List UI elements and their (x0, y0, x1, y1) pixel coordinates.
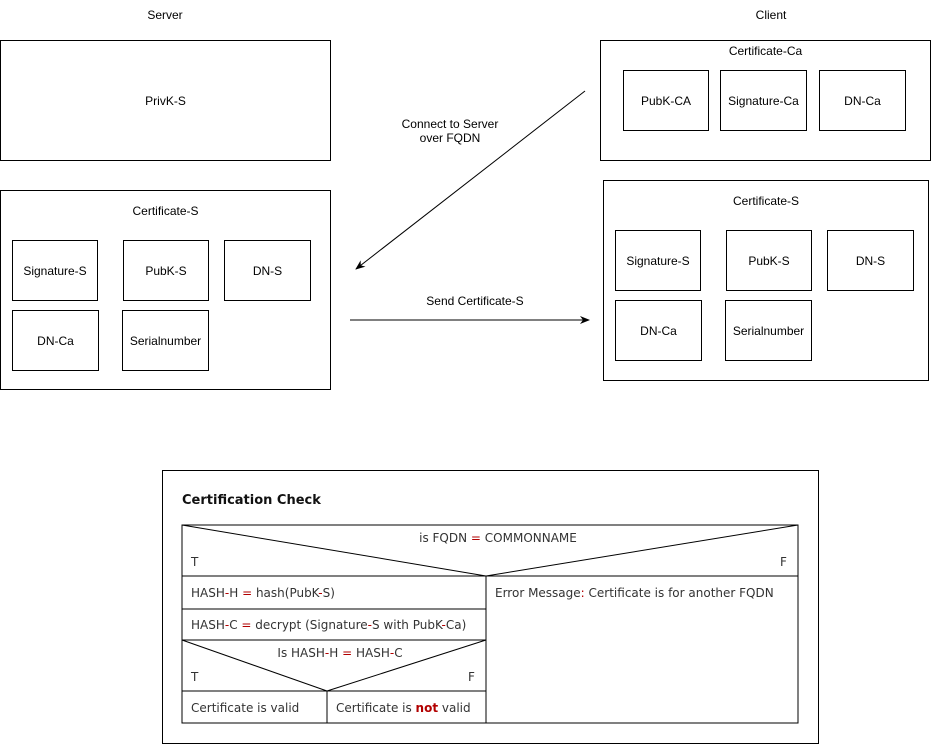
not-emphasis: not (415, 701, 439, 715)
operator: - (367, 618, 372, 632)
text-part: C (394, 646, 403, 660)
text-part: Certificate is for another FQDN (584, 586, 774, 600)
client-certificate-title: Certificate-S (732, 194, 800, 208)
field-label: PubK-S (748, 253, 790, 268)
connect-label-line2: over FQDN (419, 131, 481, 145)
server-cert-signature-field: Signature-S (12, 240, 98, 301)
field-label: Signature-S (626, 253, 690, 268)
server-private-key-box: PrivK-S (0, 40, 331, 161)
condition1-true-label: T (191, 555, 199, 569)
text-part: decrypt (Signature (251, 618, 368, 632)
text-part: is FQDN (419, 531, 471, 545)
text-part: valid (438, 701, 471, 715)
field-label: PubK-S (145, 263, 187, 278)
client-cert-signature-field: Signature-S (615, 230, 701, 291)
decrypt-step: HASH-C = decrypt (Signature-S with PubK-… (191, 618, 466, 632)
server-certificate: Certificate-S Signature-S PubK-S DN-S DN… (0, 190, 331, 390)
client-cert-serialnumber-field: Serialnumber (725, 300, 812, 361)
error-message: Error Message: Certificate is for anothe… (495, 586, 774, 600)
condition2-true-label: T (191, 670, 199, 684)
operator: = (241, 618, 252, 632)
server-private-key-label: PrivK-S (145, 93, 186, 108)
send-arrow-label: Send Certificate-S (426, 294, 524, 308)
operator: - (318, 586, 323, 600)
text-part: Ca) (445, 618, 467, 632)
fqdn-condition: is FQDN = COMMONNAME (330, 531, 666, 545)
certificate-valid-result: Certificate is valid (191, 701, 300, 715)
connect-label-line1: Connect to Server (401, 117, 499, 131)
client-heading: Client (755, 8, 787, 22)
operator: - (441, 618, 446, 632)
field-label: Serialnumber (732, 323, 805, 338)
text-part: hash(PubK (252, 586, 319, 600)
field-label: DN-Ca (37, 333, 74, 348)
certification-check-panel: Certification Check (162, 470, 819, 744)
field-label: DN-S (252, 263, 283, 278)
field-label: DN-Ca (844, 93, 881, 108)
field-label: PubK-CA (640, 93, 692, 108)
operator: : (580, 586, 585, 600)
ca-pubkey-field: PubK-CA (623, 70, 709, 131)
operator: = (242, 586, 253, 600)
text-part: Certificate is (336, 701, 416, 715)
text-part: H (229, 586, 243, 600)
text-part: H (329, 646, 343, 660)
field-label: DN-S (855, 253, 886, 268)
ca-dn-field: DN-Ca (819, 70, 906, 131)
client-cert-pubkey-field: PubK-S (726, 230, 812, 291)
field-label: Signature-S (23, 263, 87, 278)
ca-signature-field: Signature-Ca (720, 70, 807, 131)
connect-arrow (355, 90, 586, 270)
operator: - (224, 586, 230, 600)
server-cert-dn-ca-field: DN-Ca (12, 310, 99, 371)
condition1-false-label: F (780, 555, 787, 569)
certificate-invalid-result: Certificate is not valid (336, 701, 471, 715)
client-cert-dn-ca-field: DN-Ca (615, 300, 702, 361)
operator: - (324, 646, 330, 660)
text-part: S with PubK (371, 618, 442, 632)
text-part: HASH (191, 618, 225, 632)
text-part: HASH (352, 646, 390, 660)
server-heading: Server (147, 8, 183, 22)
certification-check-title: Certification Check (182, 493, 321, 508)
field-label: Signature-Ca (728, 93, 799, 108)
client-cert-dn-field: DN-S (827, 230, 914, 291)
operator: - (389, 646, 395, 660)
client-ca-certificate-title: Certificate-Ca (728, 44, 803, 58)
text-part: HASH (191, 586, 225, 600)
client-certificate: Certificate-S Signature-S PubK-S DN-S DN… (603, 180, 929, 381)
hash-compare-condition: Is HASH-H = HASH-C (240, 646, 440, 660)
field-label: Serialnumber (129, 333, 202, 348)
text-part: COMMONNAME (480, 531, 577, 545)
hash-step: HASH-H = hash(PubK-S) (191, 586, 335, 600)
server-cert-serialnumber-field: Serialnumber (122, 310, 209, 371)
text-part: C (229, 618, 242, 632)
connect-arrow-label: Connect to Server over FQDN (380, 117, 520, 145)
client-ca-certificate: Certificate-Ca PubK-CA Signature-Ca DN-C… (600, 40, 931, 161)
text-part: S) (322, 586, 335, 600)
condition2-false-label: F (468, 670, 475, 684)
server-cert-dn-field: DN-S (224, 240, 311, 301)
text-part: Error Message (495, 586, 581, 600)
operator: = (342, 646, 353, 660)
server-certificate-title: Certificate-S (132, 204, 199, 218)
operator: - (224, 618, 230, 632)
field-label: DN-Ca (640, 323, 677, 338)
text-part: Is HASH (277, 646, 325, 660)
server-cert-pubkey-field: PubK-S (123, 240, 209, 301)
operator: = (470, 531, 481, 545)
